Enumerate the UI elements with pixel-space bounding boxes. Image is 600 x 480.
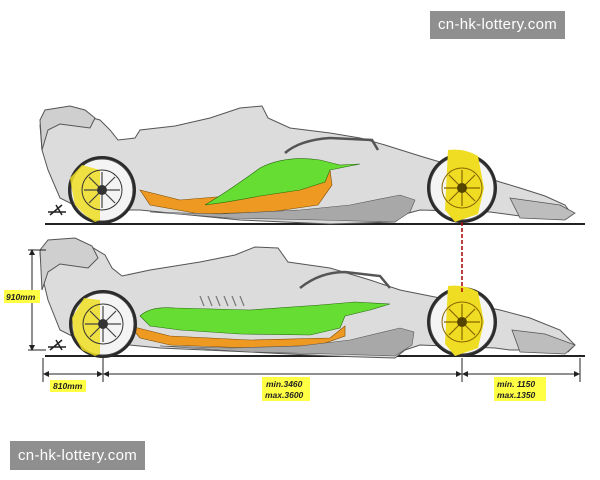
reference-mark-top [48,204,66,216]
rear-wheel-bottom [69,290,137,358]
dim-label-rear: min. 1150 max.1350 [494,377,546,401]
front-wing-top [509,197,576,221]
watermark-bottom: cn-hk-lottery.com [10,441,146,470]
car-top [39,105,585,225]
svg-text:max.1350: max.1350 [497,390,536,400]
rear-wing-bottom [39,237,99,291]
undertray-bottom [159,327,415,357]
svg-text:min. 1150: min. 1150 [497,379,535,389]
svg-text:min.3460: min.3460 [266,379,303,389]
front-wing-bottom [511,329,576,355]
reference-mark-bottom [48,339,66,351]
sidepod-area-bottom [139,301,391,336]
watermark-top: cn-hk-lottery.com [430,11,566,39]
undertray-top [149,194,416,223]
dim-label-height: 910mm [4,290,40,303]
car-bottom [39,237,585,359]
rear-wheel-top [68,156,136,224]
floor-area-bottom [129,325,346,349]
svg-text:max.3600: max.3600 [265,390,304,400]
front-wheel-top [427,149,497,223]
sidepod-area-top [204,158,361,206]
halo-bottom [299,270,391,289]
rear-wing-top [39,105,96,151]
halo-top [284,136,380,154]
front-wheel-bottom [427,285,497,357]
dim-label-wheelbase: min.3460 max.3600 [262,377,310,401]
engine-cover-louvres [199,295,245,307]
dim-label-front-overhang: 810mm [50,380,86,392]
svg-text:810mm: 810mm [53,381,83,391]
svg-text:910mm: 910mm [6,292,36,302]
